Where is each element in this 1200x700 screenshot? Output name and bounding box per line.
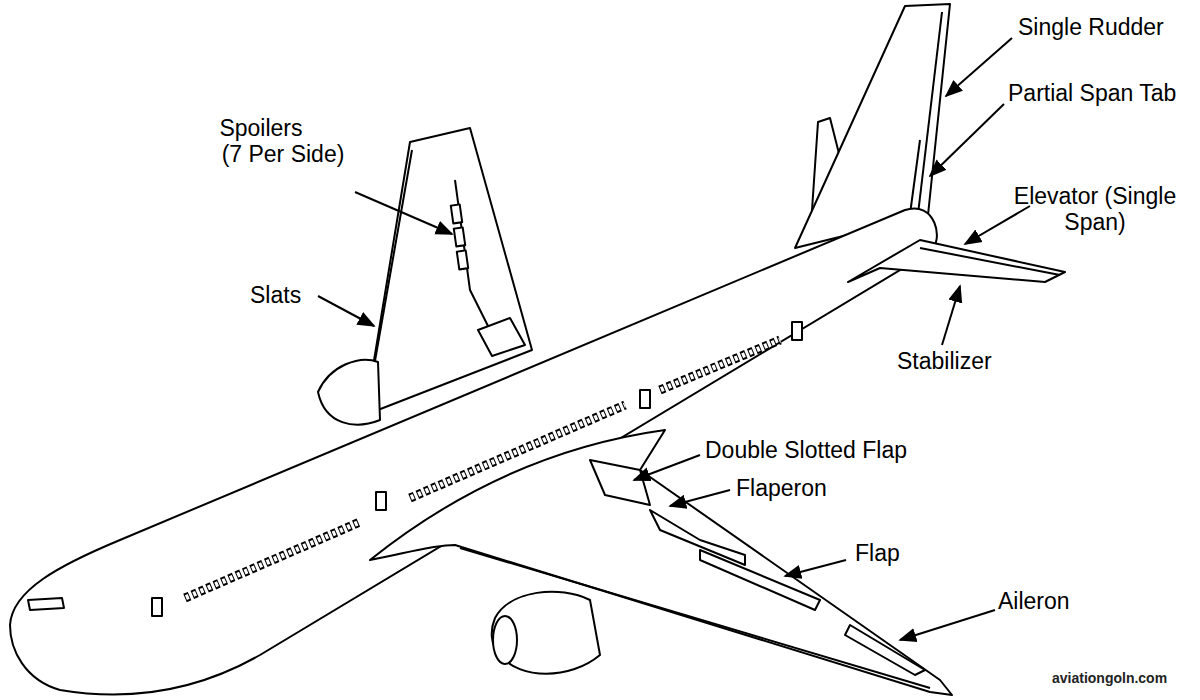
double-slotted-flap bbox=[590, 460, 650, 505]
part-label: Double Slotted Flap bbox=[705, 437, 907, 463]
part-label: Spoilers (7 Per Side) bbox=[208, 115, 358, 167]
spoiler-line bbox=[455, 180, 490, 330]
leader-lines bbox=[318, 38, 1030, 640]
door bbox=[152, 598, 162, 616]
door bbox=[376, 492, 386, 510]
watermark: aviationgoln.com bbox=[1052, 670, 1167, 686]
far-flap bbox=[478, 318, 525, 356]
slat-line bbox=[460, 548, 930, 688]
tab-line bbox=[910, 140, 920, 214]
door bbox=[792, 322, 802, 340]
part-label: Single Rudder bbox=[1018, 14, 1164, 40]
part-label: Stabilizer bbox=[897, 348, 992, 374]
near-wing bbox=[370, 430, 952, 695]
cockpit-window bbox=[28, 598, 64, 610]
part-label: Aileron bbox=[998, 588, 1070, 614]
part-label: Elevator (Single Span) bbox=[1010, 183, 1180, 235]
far-wing bbox=[365, 128, 532, 415]
aileron-panel bbox=[845, 625, 925, 675]
spoiler-panel bbox=[454, 227, 465, 246]
flap-panel bbox=[700, 550, 820, 610]
window-rows bbox=[185, 340, 780, 598]
part-label: Slats bbox=[250, 282, 301, 308]
near-engine bbox=[492, 592, 600, 674]
part-label: Partial Span Tab bbox=[1008, 80, 1176, 106]
door bbox=[640, 390, 650, 408]
wrap-spacer bbox=[314, 115, 358, 141]
far-engine bbox=[318, 360, 380, 425]
flaperon bbox=[650, 510, 745, 565]
elevator-line bbox=[920, 248, 1060, 275]
spoiler-panel bbox=[451, 204, 462, 223]
near-stabilizer bbox=[848, 240, 1065, 282]
engine-intake bbox=[493, 616, 517, 664]
part-label: Flap bbox=[855, 540, 900, 566]
slat-line bbox=[372, 150, 412, 378]
part-label: Flaperon bbox=[736, 475, 827, 501]
spoiler-panel bbox=[457, 250, 468, 269]
rudder-hinge bbox=[918, 12, 942, 214]
